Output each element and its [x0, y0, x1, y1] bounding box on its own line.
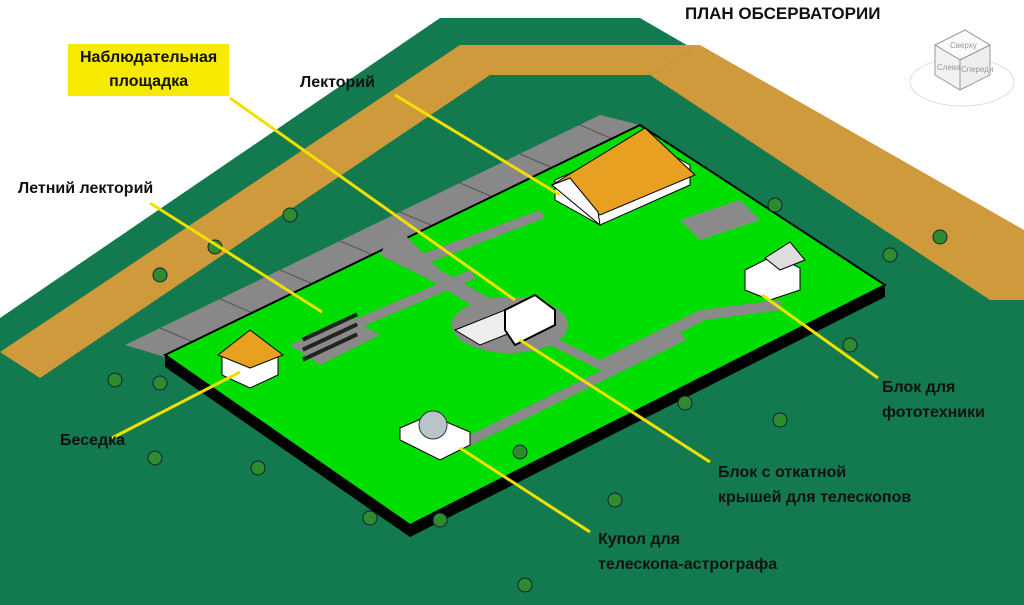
lecture-hall-building [551, 127, 696, 227]
label-observation-site: Наблюдательная площадка [68, 44, 230, 96]
view-cube-left[interactable]: Слева [937, 63, 961, 72]
page-title: ПЛАН ОБСЕРВАТОРИИ [685, 4, 881, 23]
dome-building [399, 410, 471, 461]
bushes [107, 197, 948, 593]
label-line: площадка [109, 73, 189, 90]
label-line: Блок с откатной [718, 464, 847, 481]
summer-lecture-seating [301, 312, 359, 362]
label-dome: Купол для телескопа-астрографа [598, 527, 777, 577]
label-gazebo: Беседка [60, 432, 126, 449]
view-cube[interactable]: Сверху Слева Спереди [909, 29, 1015, 107]
label-line: телескопа-астрографа [598, 556, 778, 573]
label-summer-lecture-hall: Летний лекторий [18, 180, 154, 197]
label-photo-block: Блок для фототехники [882, 375, 985, 425]
road-left [0, 45, 700, 378]
photo-block [744, 241, 806, 301]
label-line: фототехники [882, 404, 985, 421]
view-cube-top[interactable]: Сверху [950, 41, 977, 50]
label-line: Блок для [882, 379, 956, 396]
label-line: Купол для [598, 531, 680, 548]
road-right [650, 45, 1024, 300]
view-cube-front[interactable]: Спереди [961, 65, 993, 74]
rolloff-block [453, 293, 556, 347]
parking-strip [125, 115, 640, 360]
label-lecture-hall: Лекторий [300, 74, 375, 91]
label-line: крышей для телескопов [718, 489, 912, 506]
leader-lines [111, 93, 879, 534]
label-rolloff-block: Блок с откатной крышей для телескопов [718, 460, 911, 510]
gazebo [217, 329, 285, 389]
label-line: Наблюдательная [80, 49, 218, 66]
